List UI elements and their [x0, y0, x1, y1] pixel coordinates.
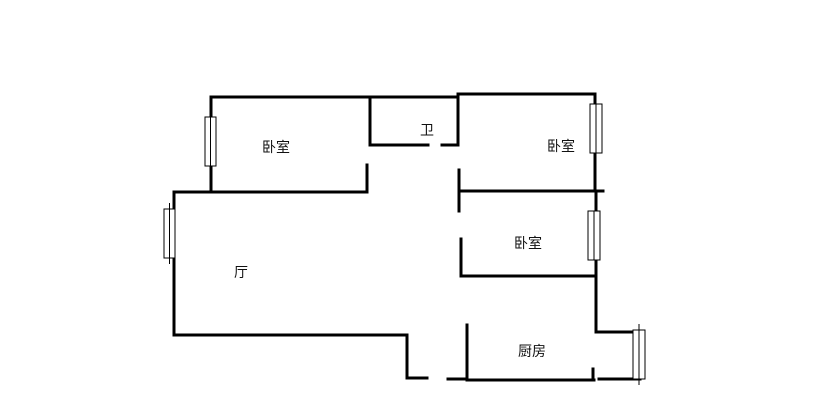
- window-kitchen: [632, 324, 646, 385]
- wall-bedroom-left-bottom: [172, 163, 369, 194]
- wall-kitchen: [465, 323, 596, 382]
- wall-bath-left: [368, 95, 430, 147]
- wall-bedroom-right-top: [456, 92, 597, 193]
- window-bedroom-left: [204, 116, 217, 167]
- label-living-room: 厅: [234, 265, 248, 281]
- wall-living-left: [172, 190, 429, 380]
- label-kitchen: 厨房: [518, 344, 546, 360]
- window-bedroom-right-top: [589, 103, 603, 154]
- wall-bath-right: [440, 92, 460, 147]
- windows: [163, 103, 646, 385]
- label-bedroom-right-middle: 卧室: [514, 236, 542, 252]
- label-bathroom: 卫: [420, 123, 434, 139]
- wall-kitchen-right: [594, 274, 638, 334]
- label-bedroom-left: 卧室: [262, 140, 290, 156]
- window-bedroom-right-middle: [587, 210, 601, 261]
- window-living: [163, 203, 176, 264]
- label-bedroom-right-top: 卧室: [547, 139, 575, 155]
